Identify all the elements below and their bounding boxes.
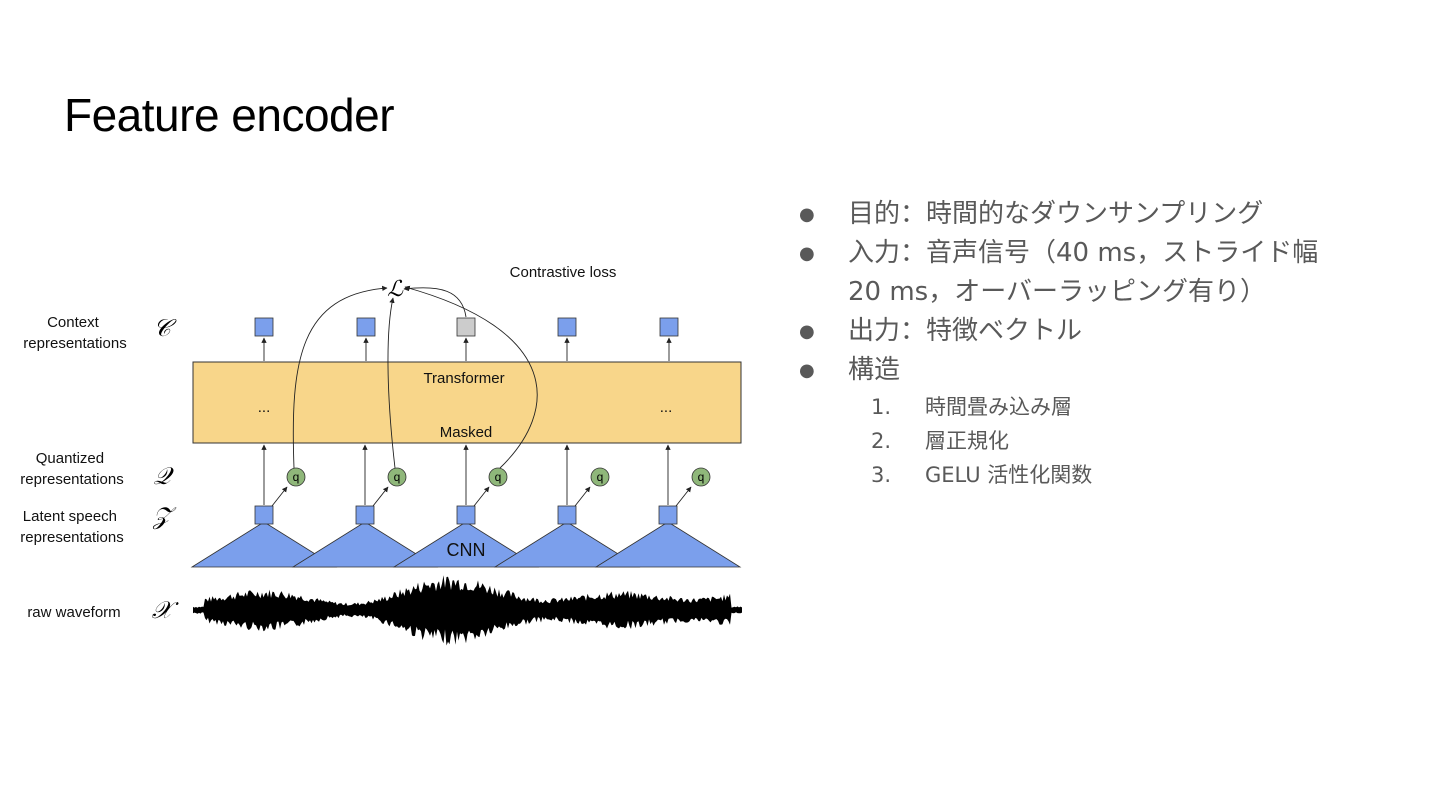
step-text: 時間畳み込み層 (925, 395, 1072, 419)
masked-label: Masked (440, 424, 493, 441)
structure-step: 3. GELU 活性化関数 (795, 458, 1415, 492)
contrastive-loss-label: Contrastive loss (510, 264, 617, 281)
loss-symbol: ℒ (387, 277, 404, 302)
bullet-text: 出力：特徴ベクトル (848, 316, 1083, 346)
quantizers: q q q q q (286, 467, 711, 487)
row-label-line: Context (47, 314, 100, 331)
row-label-quantized: Quantized representations (20, 450, 123, 488)
bullet-item-purpose: 目的：時間的なダウンサンプリング (795, 195, 1415, 234)
row-label-line: representations (20, 529, 123, 546)
step-number: 2. (871, 429, 892, 453)
latent-square (355, 505, 375, 525)
latent-square (254, 505, 274, 525)
bullet-item-structure: 構造 (795, 351, 1415, 390)
context-vectors (254, 317, 679, 337)
cnn-triangle (594, 521, 742, 568)
row-label-line: representations (20, 471, 123, 488)
latent-vectors (254, 505, 678, 525)
latent-square (456, 505, 476, 525)
cnn-encoder: CNN (190, 521, 742, 568)
row-symbol-waveform: 𝒳 (152, 596, 180, 624)
row-label-line: raw waveform (27, 604, 120, 621)
bullet-list: 目的：時間的なダウンサンプリング 入力：音声信号（40 ms，ストライド幅 20… (795, 195, 1415, 492)
bullet-item-output: 出力：特徴ベクトル (795, 312, 1415, 351)
step-text: GELU 活性化関数 (925, 463, 1093, 487)
quantizer-label: q (293, 470, 300, 484)
bullet-text: 入力：音声信号（40 ms，ストライド幅 (848, 238, 1319, 268)
latent-square (658, 505, 678, 525)
loss-arrow-from-q2 (387, 297, 396, 469)
context-square (557, 317, 577, 337)
cnn-triangle (190, 521, 338, 568)
quantizer-label: q (698, 470, 705, 484)
quantizer-circle (590, 467, 610, 487)
transformer-label: Transformer (423, 370, 504, 387)
context-square (356, 317, 376, 337)
quantizer-circle (691, 467, 711, 487)
quantizer-label: q (597, 470, 604, 484)
quantizer-circle (488, 467, 508, 487)
cnn-triangle (291, 521, 439, 568)
structure-steps: 1. 時間畳み込み層 2. 層正規化 3. GELU 活性化関数 (795, 390, 1415, 492)
quantizer-circle (286, 467, 306, 487)
transformer-block (192, 361, 742, 444)
bullet-item-input: 入力：音声信号（40 ms，ストライド幅 20 ms，オーバーラッピング有り） (795, 234, 1415, 312)
row-symbol-context: 𝒞 (153, 314, 177, 342)
context-square (254, 317, 274, 337)
slide-title: Feature encoder (64, 89, 395, 141)
transformer-ellipsis-right: ... (660, 399, 673, 416)
cnn-label: CNN (447, 540, 486, 560)
row-label-context: Context representations (23, 314, 126, 352)
bullet-text: 20 ms，オーバーラッピング有り） (848, 277, 1266, 307)
latent-square (557, 505, 577, 525)
bullet-text: 目的：時間的なダウンサンプリング (848, 199, 1264, 229)
row-label-line: representations (23, 335, 126, 352)
quantizer-label: q (394, 470, 401, 484)
latent-to-transformer-arrows (261, 444, 671, 505)
quantizer-label: q (495, 470, 502, 484)
step-text: 層正規化 (925, 429, 1009, 453)
structure-step: 2. 層正規化 (795, 424, 1415, 458)
loss-arrow-from-q3 (404, 285, 538, 469)
context-square (659, 317, 679, 337)
row-label-line: Quantized (36, 450, 104, 467)
cnn-triangle (493, 521, 641, 568)
row-symbol-latent: 𝒵 (152, 502, 177, 530)
step-number: 1. (871, 395, 892, 419)
cnn-triangle (392, 521, 540, 568)
row-label-waveform: raw waveform (27, 604, 120, 621)
step-number: 3. (871, 463, 892, 487)
raw-waveform (193, 575, 742, 646)
structure-step: 1. 時間畳み込み層 (795, 390, 1415, 424)
loss-arrow-from-context (403, 285, 467, 318)
loss-arrow-from-q1 (292, 285, 388, 469)
bullet-text: 構造 (848, 355, 901, 385)
latent-to-quantizer-arrows (271, 486, 692, 507)
contrastive-loss-arrows (292, 285, 538, 469)
row-label-line: Latent speech (23, 508, 117, 525)
row-label-latent: Latent speech representations (20, 508, 123, 546)
context-square-masked (456, 317, 476, 337)
wav2vec-diagram: Context representations 𝒞 Quantized repr… (20, 264, 742, 646)
transformer-output-arrows (261, 337, 672, 361)
row-symbol-quantized: 𝒬 (153, 462, 174, 490)
quantizer-circle (387, 467, 407, 487)
transformer-ellipsis-left: ... (258, 399, 271, 416)
